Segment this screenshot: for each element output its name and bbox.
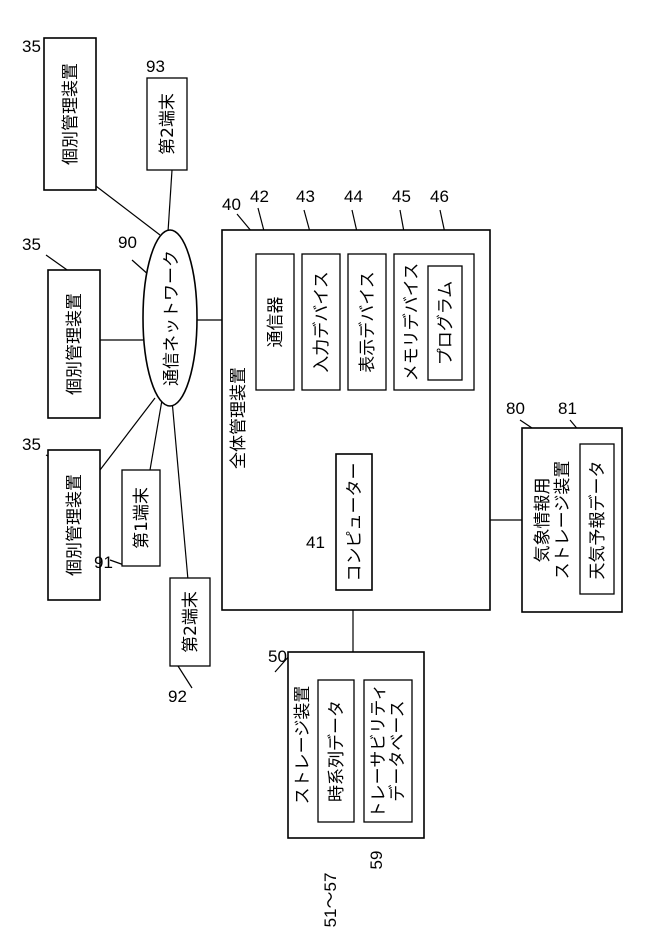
comm-label: 通信器 bbox=[266, 297, 286, 348]
ref-44: 44 bbox=[344, 187, 363, 206]
ref-42: 42 bbox=[250, 187, 269, 206]
storage-label: ストレージ装置 bbox=[293, 686, 313, 805]
ref-91: 91 bbox=[94, 553, 113, 572]
ref-35-b: 35 bbox=[22, 235, 41, 254]
computer: コンピューター bbox=[336, 454, 372, 590]
ref-81: 81 bbox=[558, 399, 577, 418]
network-label: 通信ネットワーク bbox=[162, 250, 182, 386]
traceability-line1: トレーサビリティ bbox=[369, 684, 389, 819]
device-label: 個別管理装置 bbox=[65, 293, 85, 395]
ref-51-57: 51～57 bbox=[321, 873, 340, 928]
ref-90: 90 bbox=[118, 233, 137, 252]
ref-46: 46 bbox=[430, 187, 449, 206]
ref-92: 92 bbox=[168, 687, 187, 706]
weather-storage-line1: 気象情報用 bbox=[533, 478, 553, 563]
display-device: 表示デバイス bbox=[348, 254, 386, 390]
ref-80: 80 bbox=[506, 399, 525, 418]
input-label: 入力デバイス bbox=[311, 271, 332, 373]
ref-41: 41 bbox=[306, 533, 325, 552]
second-terminal-92: 第2端末 bbox=[170, 578, 210, 666]
memory-device: メモリデバイス プログラム bbox=[394, 254, 474, 390]
device-label: 個別管理装置 bbox=[61, 63, 81, 165]
individual-management-device-1: 個別管理装置 bbox=[44, 38, 96, 190]
communication-network: 通信ネットワーク bbox=[143, 230, 197, 406]
ref-45: 45 bbox=[392, 187, 411, 206]
traceability-line2: データベース bbox=[387, 700, 408, 801]
ref-40: 40 bbox=[222, 195, 241, 214]
ref-35-c: 35 bbox=[22, 435, 41, 454]
memory-label: メモリデバイス bbox=[401, 263, 422, 382]
ref-59: 59 bbox=[367, 851, 386, 870]
overall-label: 全体管理装置 bbox=[229, 367, 249, 469]
ref-43: 43 bbox=[296, 187, 315, 206]
individual-management-device-2: 個別管理装置 bbox=[48, 270, 100, 418]
weather-storage-line2: ストレージ装置 bbox=[553, 461, 573, 580]
communication-unit: 通信器 bbox=[256, 254, 294, 390]
forecast-label: 天気予報データ bbox=[587, 461, 608, 580]
device-label: 個別管理装置 bbox=[65, 474, 85, 576]
terminal-label: 第2端末 bbox=[181, 591, 201, 653]
first-terminal-91: 第1端末 bbox=[122, 470, 160, 566]
terminal-label: 第2端末 bbox=[158, 93, 178, 155]
individual-management-device-3: 個別管理装置 bbox=[48, 450, 100, 600]
ref-50: 50 bbox=[268, 647, 287, 666]
timeseries-label: 時系列データ bbox=[326, 700, 347, 802]
ref-35-a: 35 bbox=[22, 37, 41, 56]
input-device: 入力デバイス bbox=[302, 254, 340, 390]
terminal-label: 第1端末 bbox=[132, 487, 152, 549]
display-label: 表示デバイス bbox=[357, 271, 378, 373]
computer-label: コンピューター bbox=[345, 463, 365, 582]
second-terminal-93: 第2端末 bbox=[147, 78, 187, 170]
storage-device: ストレージ装置 時系列データ トレーサビリティ データベース bbox=[288, 652, 424, 838]
weather-storage-device: 気象情報用 ストレージ装置 天気予報データ bbox=[522, 428, 622, 612]
program-label: プログラム bbox=[436, 281, 456, 366]
ref-93: 93 bbox=[146, 57, 165, 76]
